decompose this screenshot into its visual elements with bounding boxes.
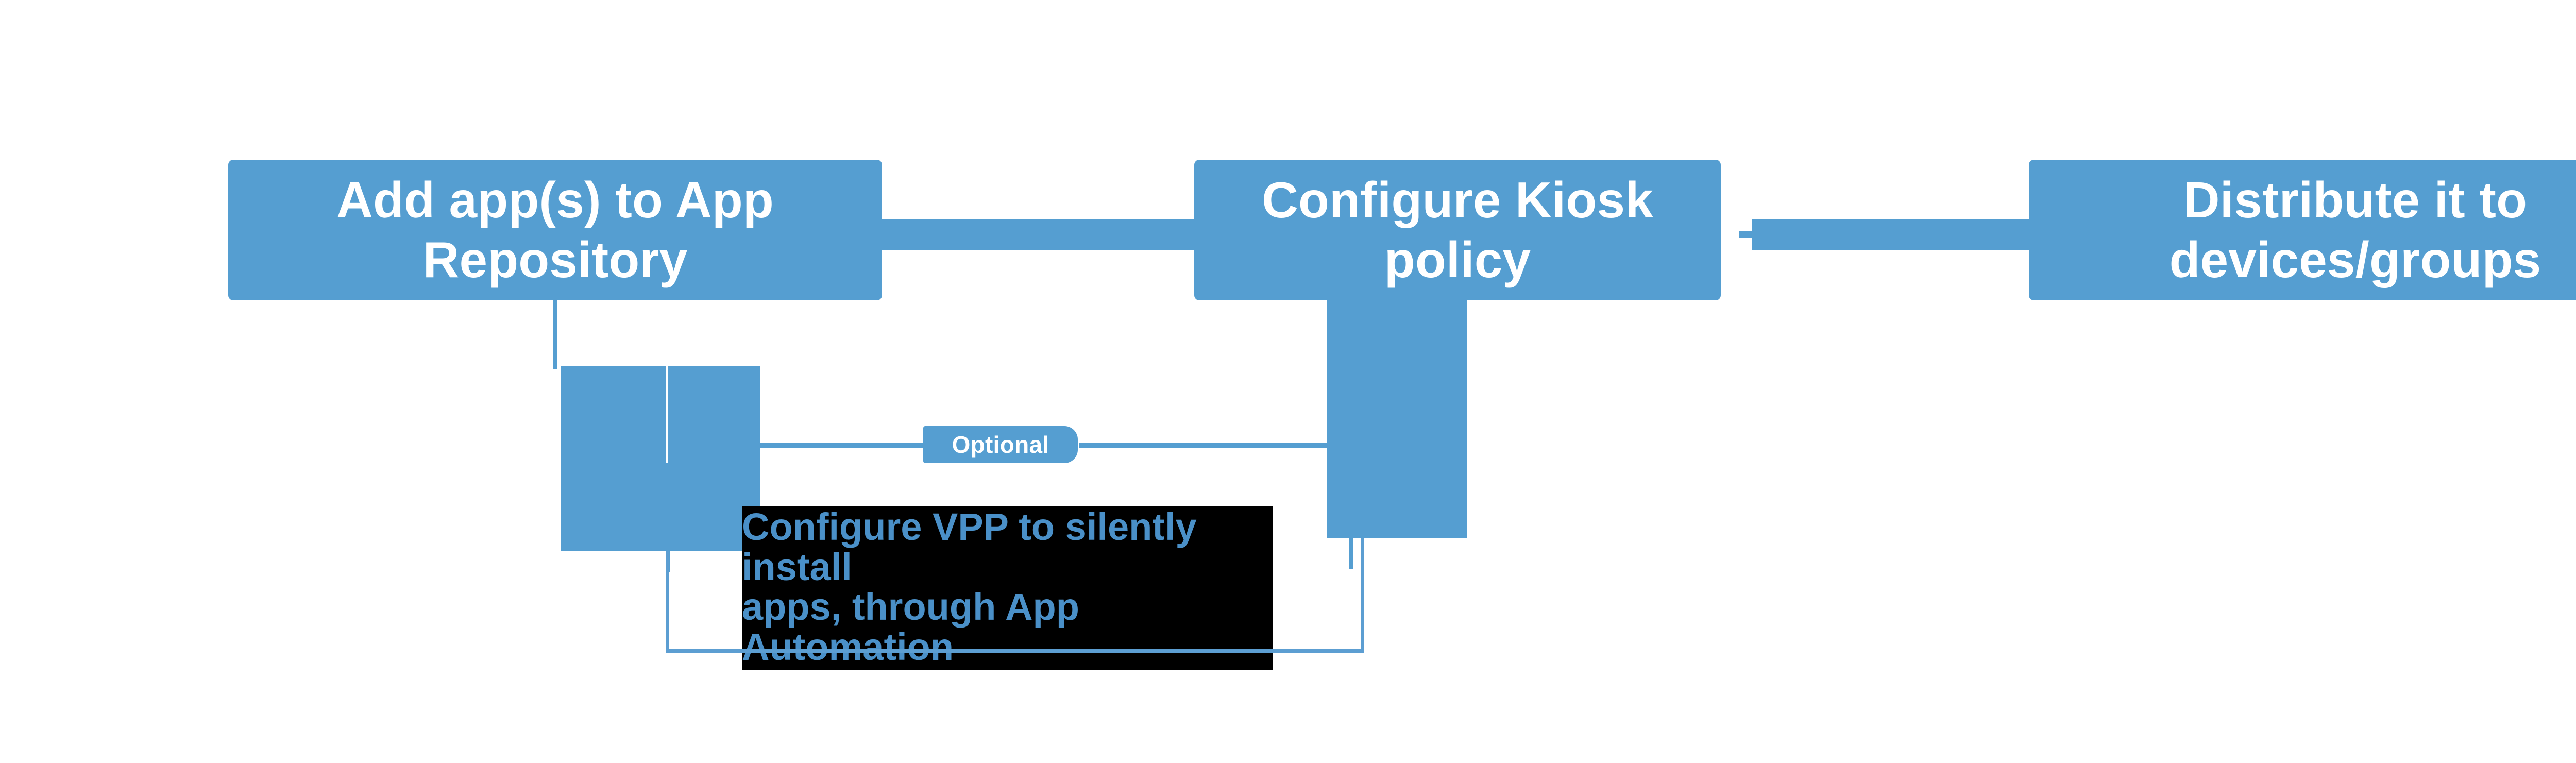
connector-rail-optional-to-right xyxy=(1079,443,1327,448)
arrow-tip-icon xyxy=(2021,231,2035,238)
branch-block-left xyxy=(561,366,760,551)
arrow-tip-icon xyxy=(1739,231,1754,238)
return-path-bottom-segment xyxy=(666,649,1364,653)
arrow-tip-icon xyxy=(1185,231,1199,238)
return-path-left-segment xyxy=(666,551,669,652)
connector-kiosk-policy-to-distribute xyxy=(1752,219,2029,250)
connector-stub-right-block xyxy=(1349,538,1353,569)
connector-rail-left-to-optional xyxy=(760,443,930,448)
process-box-configure-kiosk-policy[interactable]: Configure Kiosk policy xyxy=(1194,160,1721,300)
branch-block-left-seam xyxy=(666,366,668,463)
optional-badge[interactable]: Optional xyxy=(923,426,1078,463)
return-path-right-segment xyxy=(1361,538,1364,652)
connector-add-apps-to-kiosk-policy xyxy=(882,219,1194,250)
process-box-add-apps[interactable]: Add app(s) to App Repository xyxy=(228,160,882,300)
connector-drop-from-add-apps xyxy=(553,294,557,369)
arrow-tip-icon xyxy=(873,231,887,238)
branch-block-right xyxy=(1327,296,1467,538)
vpp-note-highlighted-text[interactable]: Configure VPP to silently install apps, … xyxy=(742,506,1273,670)
process-box-distribute-to-devices[interactable]: Distribute it to devices/groups xyxy=(2029,160,2576,300)
